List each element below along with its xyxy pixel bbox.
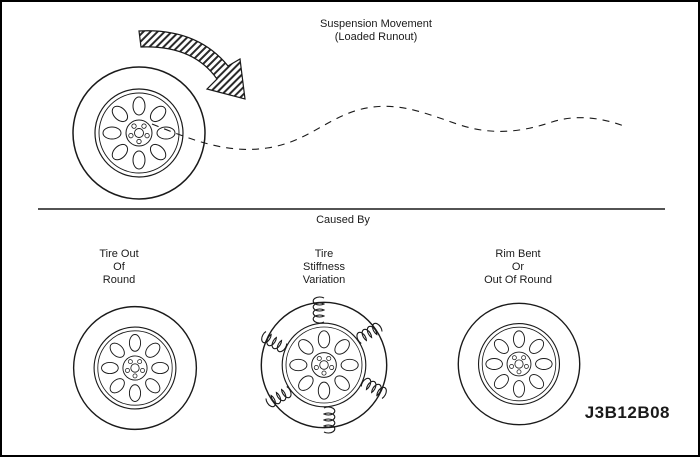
cause-label-tire-out-of-round: Tire Out Of Round [99, 248, 138, 287]
loaded-runout-dashed-line [151, 105, 625, 150]
title-line-2: (Loaded Runout) [334, 31, 418, 43]
caused-by-label: Caused By [316, 214, 370, 226]
cause-label-rim-bent: Rim Bent Or Out Of Round [484, 248, 552, 287]
suspension-movement-arrow-icon [138, 30, 246, 100]
cause3-line2: Or [511, 261, 525, 273]
cause1-line2: Of [113, 261, 125, 273]
cause1-line1: Tire Out [99, 248, 139, 260]
cause3-line3: Out Of Round [484, 274, 552, 286]
wheel-rim-bent [457, 302, 581, 426]
cause2-line1: Tire [314, 248, 334, 260]
cause-label-tire-stiffness-variation: Tire Stiffness Variation [303, 248, 346, 287]
wheel-tire-out-of-round [72, 305, 198, 431]
spring-icons [259, 296, 389, 434]
suspension-movement-title: Suspension Movement (Loaded Runout) [320, 18, 432, 44]
cause2-line2: Stiffness [302, 261, 345, 273]
cause1-line3: Round [102, 274, 136, 286]
figure-id: J3B12B08 [584, 403, 670, 422]
wheel-suspension [72, 66, 206, 200]
cause2-line3: Variation [302, 274, 346, 286]
wheel-tire-stiffness-variation [260, 301, 388, 429]
cause3-line1: Rim Bent [495, 248, 541, 260]
title-line-1: Suspension Movement [320, 18, 432, 30]
